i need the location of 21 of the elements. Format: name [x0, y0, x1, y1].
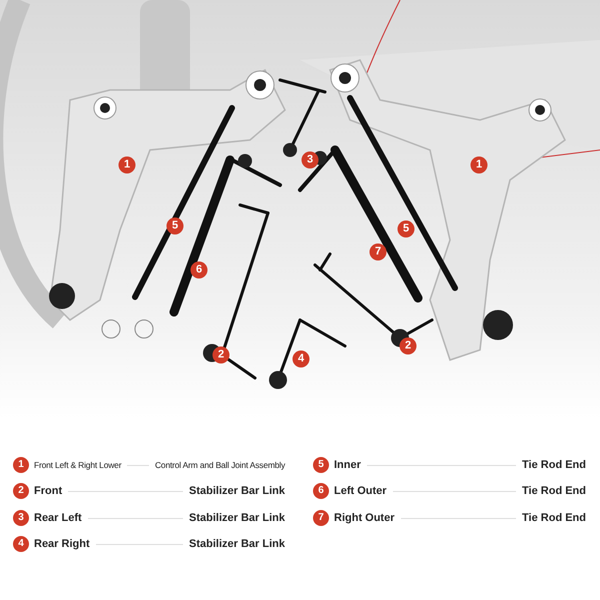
part-name: Stabilizer Bar Link	[189, 538, 285, 550]
number-badge: 1	[13, 457, 29, 473]
part-name: Tie Rod End	[522, 485, 586, 497]
number-badge: 7	[313, 510, 329, 526]
part-position: Left Outer	[334, 485, 387, 497]
number-badge: 4	[13, 536, 29, 552]
number-badge: 5	[313, 457, 329, 473]
part-position: Front Left & Right Lower	[34, 460, 122, 470]
part-position: Rear Left	[34, 512, 82, 524]
part-name: Tie Rod End	[522, 512, 586, 524]
number-badge: 6	[313, 483, 329, 499]
part-position: Inner	[334, 459, 361, 471]
part-position: Right Outer	[334, 512, 394, 524]
part-name: Stabilizer Bar Link	[189, 485, 285, 497]
part-name: Tie Rod End	[522, 459, 586, 471]
number-badge: 2	[13, 483, 29, 499]
number-badge: 3	[13, 510, 29, 526]
part-name: Stabilizer Bar Link	[189, 512, 285, 524]
part-name: Control Arm and Ball Joint Assembly	[154, 460, 285, 470]
part-position: Front	[34, 485, 62, 497]
part-position: Rear Right	[34, 538, 90, 550]
